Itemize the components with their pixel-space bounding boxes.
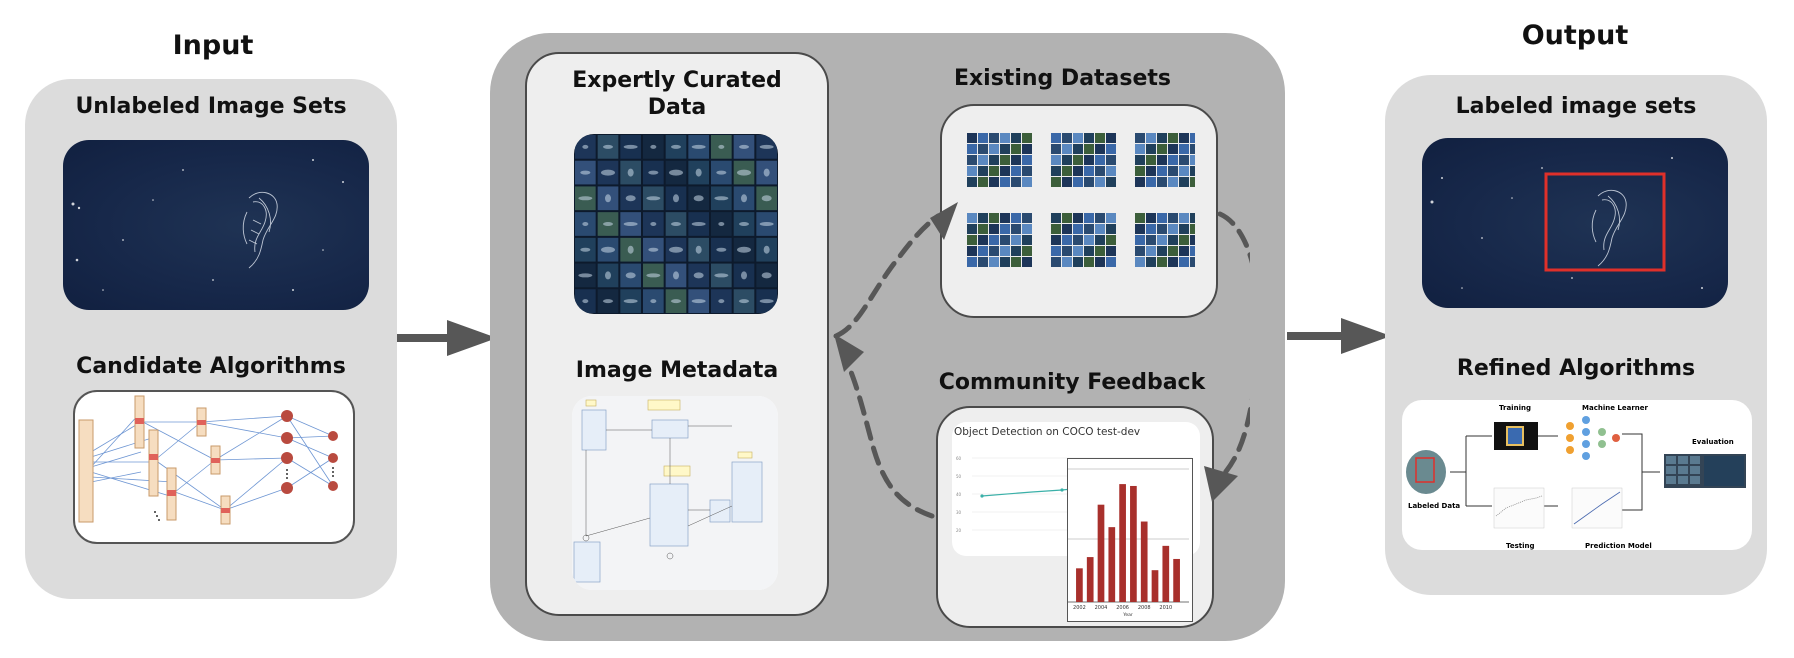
bar-tick-label: 2006 (1116, 605, 1129, 611)
image-metadata-title: Image Metadata (575, 358, 779, 383)
feedback-loop-arrows (833, 202, 1250, 519)
svg-text:30: 30 (956, 510, 962, 515)
bar (1097, 504, 1105, 602)
bar-chart-overlay: Year 2002 2004 2006 2008 2010 (1067, 458, 1193, 622)
unlabeled-image-sets-title: Unlabeled Image Sets (75, 94, 347, 119)
svg-text:40: 40 (956, 492, 962, 497)
community-feedback-title: Community Feedback (938, 370, 1206, 395)
curated-data-title-2: Data (647, 95, 707, 120)
bar-tick-label: 2010 (1159, 605, 1172, 611)
unlabeled-ocean-image (63, 140, 369, 310)
bar (1076, 568, 1083, 602)
curated-data-title-1: Expertly Curated (572, 68, 782, 93)
output-title: Output (1521, 20, 1629, 51)
bar (1140, 521, 1148, 602)
machine-learner-label: Machine Learner (1582, 404, 1648, 412)
coco-chart-title: Object Detection on COCO test-dev (954, 426, 1141, 438)
svg-text:60: 60 (956, 456, 962, 461)
bar-tick-label: 2008 (1138, 605, 1151, 611)
refined-algorithms-title: Refined Algorithms (1456, 356, 1696, 381)
bar-xlabel: Year (1122, 612, 1133, 618)
input-title: Input (172, 30, 254, 61)
existing-datasets-title: Existing Datasets (953, 66, 1172, 91)
bar (1130, 485, 1137, 602)
svg-text:50: 50 (956, 474, 962, 479)
detection-box (1544, 172, 1666, 272)
labeled-image-sets-title: Labeled image sets (1455, 94, 1697, 119)
curated-image-grid (574, 134, 778, 314)
metadata-uml-diagram (572, 396, 778, 590)
bar (1108, 527, 1116, 602)
bar (1086, 557, 1094, 602)
candidate-algorithms-title: Candidate Algorithms (76, 354, 346, 379)
evaluation-label: Evaluation (1692, 438, 1734, 446)
siphonophore-creature (71, 159, 344, 291)
labeled-ocean-image (1422, 138, 1728, 308)
bar-tick-label: 2002 (1073, 605, 1086, 611)
prediction-model-label: Prediction Model (1585, 542, 1652, 550)
bar-chart: Year 2002 2004 2006 2008 2010 (1068, 468, 1189, 618)
labeled-data-label: Labeled Data (1408, 502, 1461, 510)
bar (1162, 545, 1170, 602)
neural-network-diagram (73, 390, 355, 544)
bar (1119, 484, 1126, 602)
arrow-center-to-output (1287, 318, 1391, 354)
ml-pipeline-diagram: Training Machine Learner Evaluation Labe… (1402, 400, 1752, 550)
testing-label: Testing (1506, 542, 1535, 550)
bar (1173, 558, 1180, 602)
training-label: Training (1499, 404, 1531, 412)
arrow-input-to-center (397, 320, 497, 356)
bar (1151, 570, 1159, 602)
bar-tick-label: 2004 (1095, 605, 1108, 611)
svg-text:20: 20 (956, 528, 962, 533)
